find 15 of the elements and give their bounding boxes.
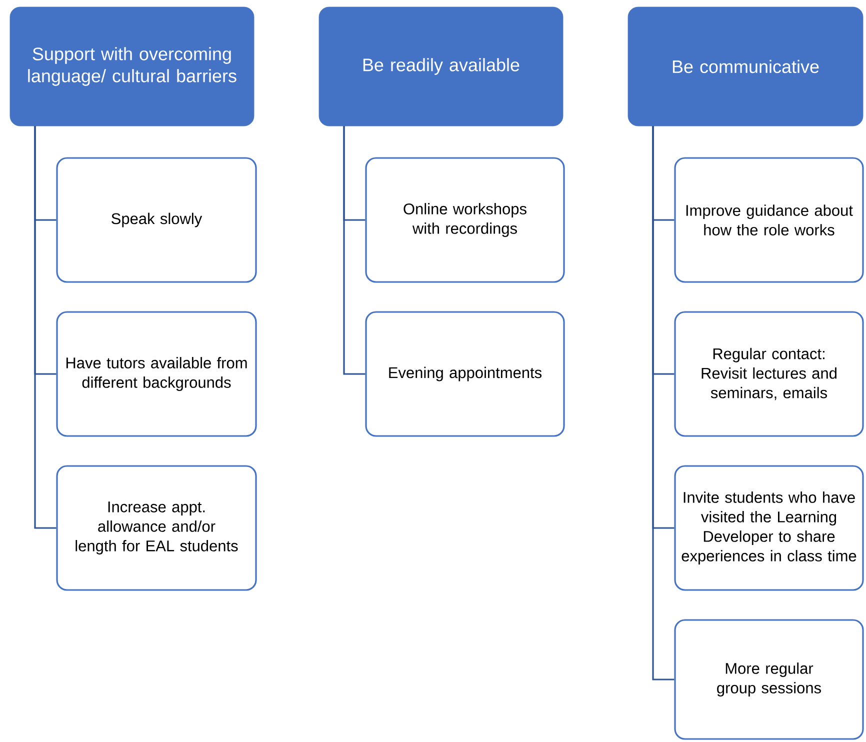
item-box: Increase appt. allowance and/or length for EAL students [56, 465, 257, 591]
connector-line [34, 126, 56, 529]
item-box: Regular contact: Revisit lectures and seminars, emails [674, 311, 864, 437]
category-box: Be communicative [628, 6, 864, 126]
item-box: Speak slowly [56, 157, 257, 283]
connector-line [652, 126, 674, 680]
item-box: Evening appointments [365, 311, 565, 437]
item-box: Have tutors available from different backgrounds [56, 311, 257, 437]
item-box: More regular group sessions [674, 619, 864, 740]
category-box: Support with overcoming language/ cultural barriers [10, 6, 254, 126]
item-box: Online workshops with recordings [365, 157, 565, 283]
item-box: Invite students who have visited the Learning Developer to share experiences in class time [674, 465, 864, 591]
connector-line [343, 126, 366, 375]
item-box: Improve guidance about how the role works [674, 157, 864, 283]
category-box: Be readily available [318, 6, 564, 126]
